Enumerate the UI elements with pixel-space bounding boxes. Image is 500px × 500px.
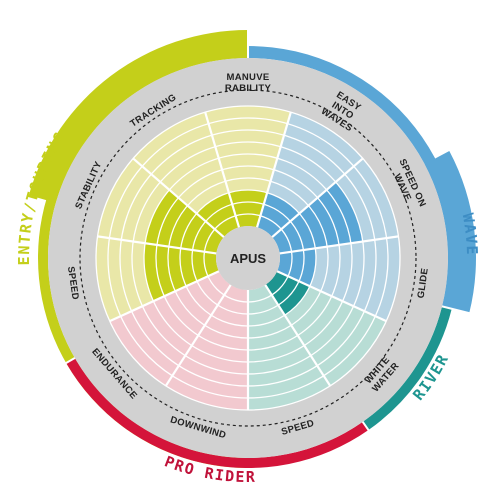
grid-divider [132,157,225,238]
category-label: GLIDE [416,267,431,299]
sector-bg [109,271,231,386]
category-label: SPEED [65,266,81,301]
inner-dashed-ring [79,89,417,427]
grid-layer [95,105,401,411]
value-bar [277,248,316,287]
grid-divider [109,270,220,323]
grid-divider [255,111,292,228]
grid-divider [164,284,232,387]
grid-divider [204,111,241,228]
center-title: APUS [230,251,266,266]
category-label-line: SPEED [65,266,81,301]
category-label-line: RABILITY [225,83,272,94]
center-hub [216,226,280,290]
ring-separator [439,304,474,316]
value-layer [144,182,363,316]
grid-divider [271,157,364,238]
ring-separator [360,419,382,449]
group-ring [28,26,476,469]
group-ring-segment [424,150,476,314]
ring-separator [46,356,78,375]
category-label-line: MANUVE [227,72,270,83]
group-ring-segment [28,30,248,203]
group-ring-segment [362,306,452,431]
grid-divider [279,235,399,255]
grid-divider [97,235,217,255]
sector-bg [165,284,248,410]
grid-divider [276,270,387,323]
value-bar [228,189,268,228]
sector-bg [248,284,331,410]
category-label-line: GLIDE [416,267,431,299]
grid-divider [264,284,332,387]
value-bar [145,189,224,254]
